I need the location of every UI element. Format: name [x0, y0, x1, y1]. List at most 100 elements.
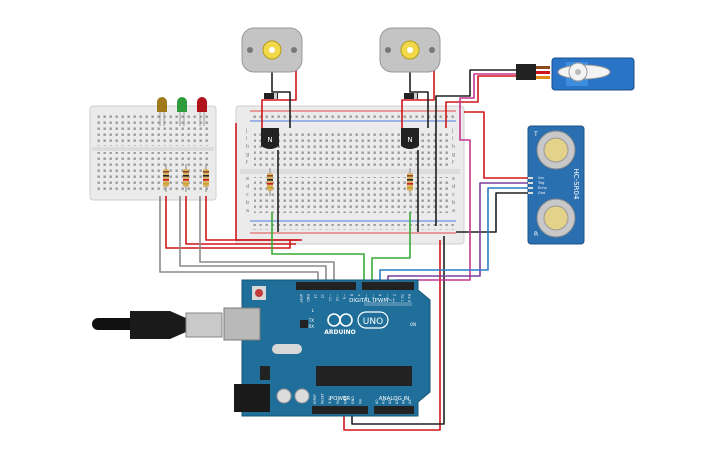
usb-cable — [92, 311, 223, 339]
pin-label: 8 — [349, 294, 353, 296]
breadboard-row-label: j — [451, 128, 453, 134]
wire-green-t1 — [271, 212, 365, 282]
pin-label: ~10 — [335, 294, 339, 301]
pin-label: 13 — [313, 294, 317, 298]
sensor-model-label: HC-SR04 — [572, 169, 580, 200]
pin-label: A2 — [388, 400, 392, 404]
resistor — [407, 168, 413, 196]
pin-label: IOREF — [313, 394, 317, 404]
pin-label: A1 — [382, 400, 386, 404]
wires — [159, 69, 528, 431]
transistor-label: N — [407, 136, 412, 144]
led — [177, 97, 187, 126]
breadboard-row-label: a — [452, 208, 455, 214]
breadboard-row-label: i — [452, 136, 453, 142]
wire-black-sensor — [456, 192, 528, 233]
dc-motors — [241, 27, 441, 73]
l-label: L — [312, 308, 315, 313]
breadboard-row-label: h — [452, 144, 455, 150]
resistor — [267, 168, 273, 196]
breadboard-row-label: i — [246, 136, 247, 142]
digital-header-label: DIGITAL (PWM~) — [349, 298, 395, 304]
npn-transistor: N — [401, 128, 419, 149]
servo-motor — [516, 57, 635, 91]
breadboard-row-label: e — [452, 176, 455, 182]
capacitor-2 — [294, 388, 310, 404]
arduino-uno: DIGITAL (PWM~) ARDUINO UNO TX RX L ON PO… — [223, 279, 431, 417]
sensor-pin-label: Echo — [538, 186, 547, 190]
pin-label: AREF — [299, 294, 303, 303]
wire-red-led3 — [205, 196, 302, 241]
pin-label: 7 — [357, 294, 361, 296]
pin-label: RESET — [321, 392, 325, 404]
pin-label: 5V — [336, 399, 340, 404]
on-label: ON — [410, 322, 416, 327]
sensor-pin-label: Vcc — [538, 176, 544, 180]
tx-label: TX — [308, 318, 314, 323]
usb-port — [223, 307, 261, 341]
breadboard-row-label: a — [246, 208, 249, 214]
resistor — [163, 164, 169, 192]
sensor-pin-label: Trig — [537, 181, 544, 185]
breadboard-row-label: b — [246, 200, 249, 206]
breadboard-row-label: e — [246, 176, 249, 182]
pin-label: A4 — [401, 400, 405, 404]
pin-label: A3 — [395, 400, 399, 404]
pin-label: 4 — [378, 294, 382, 296]
breadboard-row-label: d — [452, 184, 455, 190]
wire-black-gnd — [351, 236, 445, 425]
resistor — [183, 164, 189, 192]
pin-label: A5 — [408, 400, 412, 404]
power-header-label: POWER — [330, 396, 351, 402]
pin-label: 12 — [321, 294, 325, 298]
breadboard-row-label: c — [452, 192, 455, 198]
breadboard-row-label: c — [246, 192, 249, 198]
wire-gray-led2 — [179, 196, 327, 282]
rx-label: RX — [308, 324, 314, 329]
transistor-label: N — [267, 136, 272, 144]
capacitor-1 — [276, 388, 292, 404]
breadboard-row-label: j — [245, 128, 247, 134]
wire-red-led2 — [185, 196, 296, 245]
pin-label: ~11 — [328, 294, 332, 301]
servo-connector — [516, 64, 536, 80]
wire-gray-led3 — [199, 196, 335, 282]
breadboard-row-label: f — [246, 160, 248, 166]
breadboard-row-label: g — [452, 152, 455, 158]
wire-blue-echo — [379, 187, 528, 282]
wire-red-motor1 — [261, 70, 297, 130]
led — [157, 97, 167, 126]
pin-label: ~5 — [371, 294, 375, 299]
dc-motor — [241, 27, 303, 73]
breadboard-row-label: f — [452, 160, 454, 166]
wire-red-sensor — [464, 111, 528, 179]
arduino-logo-symbol — [327, 313, 353, 327]
small-breadboard — [89, 105, 217, 201]
breadboard-row-label: g — [246, 152, 249, 158]
led — [197, 97, 207, 126]
pin-label: GND — [343, 396, 347, 404]
pin-label: ~3 — [385, 294, 389, 299]
resistor — [203, 164, 209, 192]
sensor-pin-label: Gnd — [538, 191, 545, 195]
crystal — [272, 344, 302, 354]
power-jack — [234, 384, 270, 412]
wire-green-t2 — [371, 212, 411, 282]
pin-label: RX 0 — [407, 294, 411, 302]
pin-label: TX 1 — [400, 293, 404, 302]
pin-label: Vin — [359, 399, 363, 404]
sensor-t-label: T — [533, 131, 538, 138]
wire-red-motor2 — [401, 70, 435, 130]
sensor-r-label: R — [534, 231, 538, 238]
pin-label: GND — [306, 294, 310, 302]
wire-purple-trig — [387, 182, 528, 282]
dc-motor — [379, 27, 441, 73]
wire-black-servo — [435, 69, 518, 226]
pin-label: GND — [351, 396, 355, 404]
diode-1 — [264, 93, 278, 99]
npn-transistor: N — [261, 128, 279, 149]
pin-label: 3.3V — [328, 396, 332, 404]
